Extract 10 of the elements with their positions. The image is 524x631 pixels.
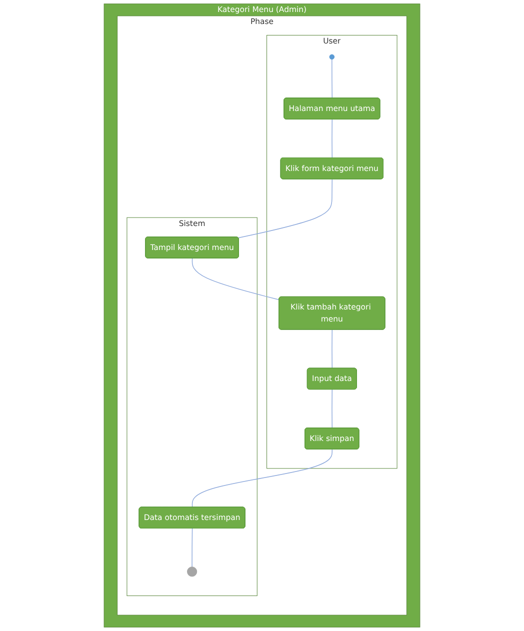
connector xyxy=(332,58,333,99)
node-circle xyxy=(186,566,198,577)
connector xyxy=(192,528,193,568)
connector xyxy=(192,258,280,300)
connector xyxy=(238,178,333,238)
connector xyxy=(332,119,333,158)
node-circle xyxy=(329,54,335,60)
connector xyxy=(332,329,333,369)
connector xyxy=(332,389,333,428)
connector xyxy=(192,449,333,508)
